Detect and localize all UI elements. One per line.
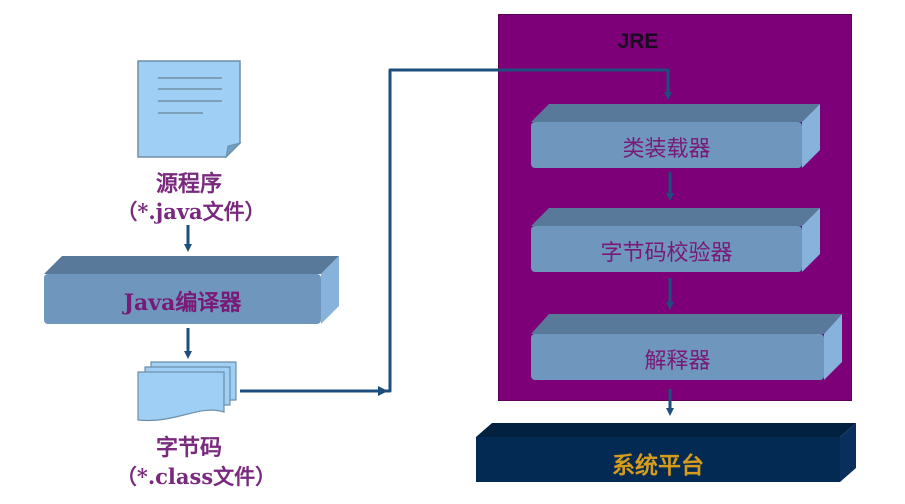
bytecode-sublabel: （*.class文件） [115,464,277,489]
arrowhead-bytecode-corner [378,386,388,396]
source-label: 源程序 [155,171,222,197]
platform-bar [476,423,856,482]
class-loader-label: 类装载器 [622,137,711,162]
arrow-bytecode-to-jre [240,68,672,393]
class-loader-bar [531,104,820,168]
stacked-pages-icon [137,361,237,422]
platform-label: 系统平台 [612,452,704,479]
document-icon [137,60,242,159]
source-sublabel: （*.java文件） [116,199,266,224]
bytecode-verifier-bar [531,208,820,272]
compiler-label: Java编译器 [123,290,242,316]
interpreter-bar [531,314,842,380]
bytecode-verifier-label: 字节码校验器 [600,241,733,266]
jre-title: JRE [617,30,659,53]
compiler-bar [44,256,339,324]
bytecode-label: 字节码 [155,435,222,461]
interpreter-label: 解释器 [644,349,711,374]
